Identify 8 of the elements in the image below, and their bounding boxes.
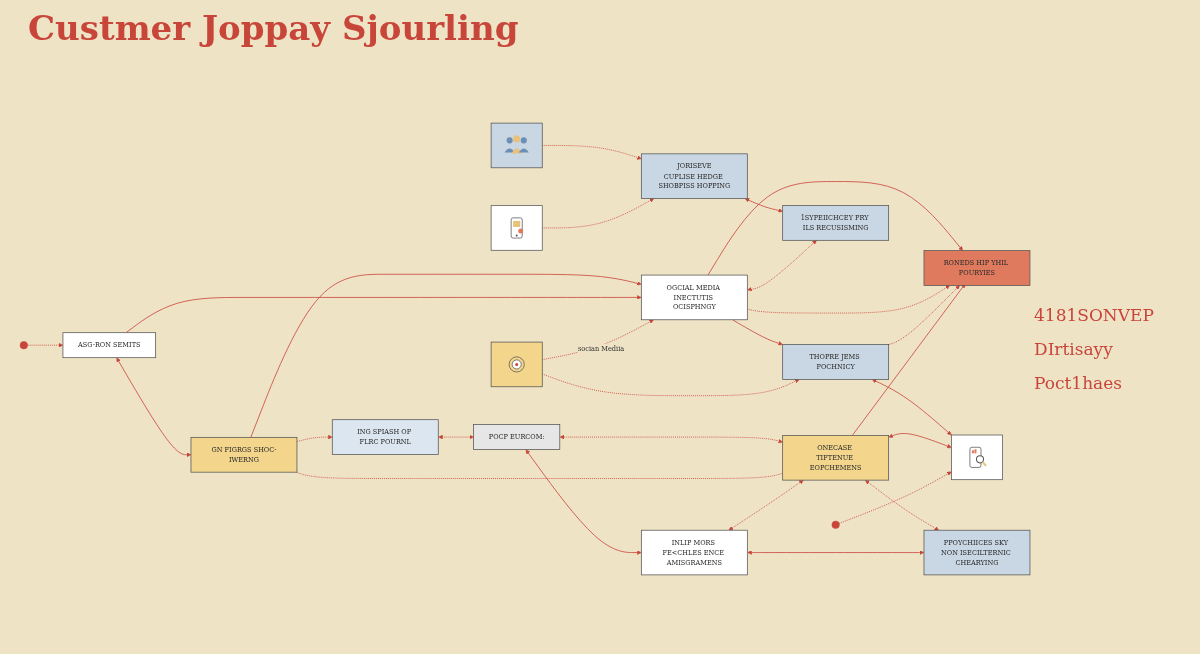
floating-label: 4181SONVEP xyxy=(1034,305,1155,325)
node-picture xyxy=(951,434,1003,481)
node-picture xyxy=(490,122,543,169)
title: Custmer Joppay Sjourling xyxy=(28,8,520,48)
floating-label: Poct1haes xyxy=(1034,373,1124,393)
node-picture xyxy=(490,205,543,251)
floating-label: DIrtisayy xyxy=(1034,339,1114,359)
node-picture xyxy=(490,341,543,388)
